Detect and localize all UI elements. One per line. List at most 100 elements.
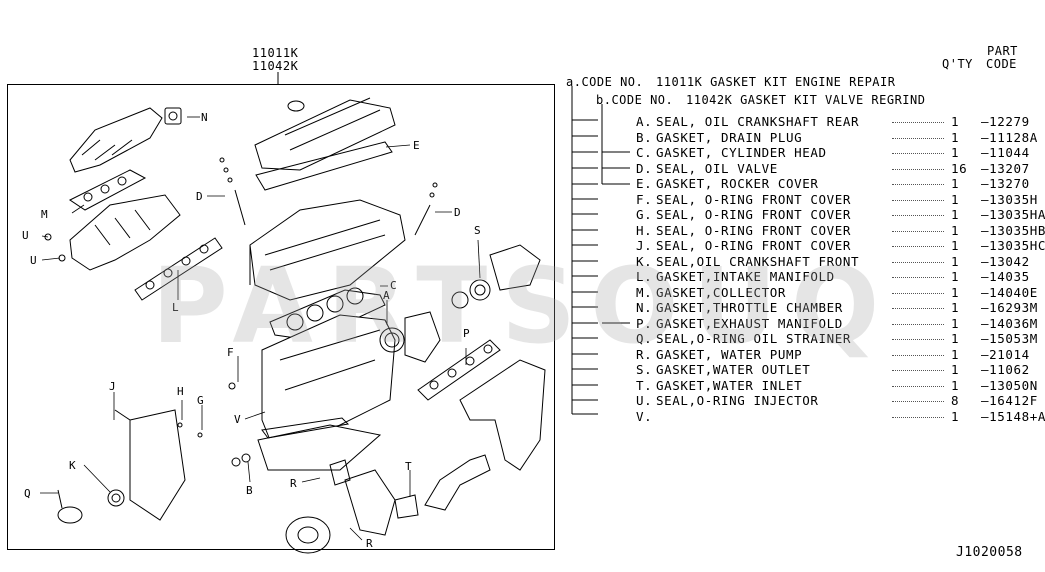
callout-c: C — [390, 279, 397, 292]
part-quantity: 1 — [951, 114, 960, 129]
dotted-leader — [892, 246, 944, 247]
callout-b: B — [246, 484, 253, 497]
part-code: —11128A — [981, 129, 1038, 145]
callout-f: F — [227, 346, 234, 359]
dotted-leader — [892, 261, 944, 263]
dotted-leader — [892, 122, 944, 123]
part-letter: A. — [636, 114, 653, 129]
dotted-leader — [892, 416, 944, 418]
part-code: —13035HC — [981, 238, 1045, 253]
part-code: —15148+A — [981, 408, 1045, 424]
part-row: T.GASKET,WATER INLET 1 —13050N — [630, 378, 1045, 393]
column-header-code: CODE — [986, 57, 1017, 71]
part-quantity: 1 — [951, 408, 960, 424]
dotted-leader — [892, 230, 944, 232]
part-letter: E. — [636, 176, 653, 191]
code-line-b-prefix: b.CODE NO. — [596, 93, 674, 107]
dotted-leader — [892, 308, 944, 309]
part-description: SEAL, OIL VALVE — [656, 160, 778, 176]
callout-u-lower: U — [30, 254, 37, 267]
part-letter: B. — [636, 129, 653, 145]
callout-h: H — [177, 385, 184, 398]
part-description: GASKET,EXHAUST MANIFOLD — [656, 315, 843, 331]
part-quantity: 1 — [951, 315, 960, 331]
part-letter: C. — [636, 145, 653, 160]
part-quantity: 1 — [951, 145, 960, 160]
callout-s: S — [474, 224, 481, 237]
part-description: SEAL, O-RING FRONT COVER — [656, 191, 852, 207]
part-letter: U. — [636, 393, 653, 408]
callout-d-left: D — [196, 190, 203, 203]
part-description: GASKET,WATER INLET — [656, 377, 803, 393]
dotted-leader — [892, 168, 944, 170]
part-quantity: 1 — [951, 362, 960, 377]
part-quantity: 1 — [951, 207, 960, 222]
part-description: GASKET, ROCKER COVER — [656, 176, 819, 191]
column-header-qty: Q'TY — [942, 57, 973, 71]
part-quantity: 1 — [951, 269, 960, 284]
part-code: —13035HB — [981, 222, 1045, 238]
part-code: —13207 — [981, 160, 1030, 176]
code-line-b-text: 11042K GASKET KIT VALVE REGRIND — [686, 93, 926, 107]
part-letter: T. — [636, 377, 653, 393]
part-description: GASKET,WATER OUTLET — [656, 362, 811, 377]
part-description: GASKET,THROTTLE CHAMBER — [656, 300, 843, 315]
callout-k: K — [69, 459, 76, 472]
part-quantity: 1 — [951, 377, 960, 393]
dotted-leader — [892, 354, 944, 356]
part-description: GASKET, CYLINDER HEAD — [656, 145, 827, 160]
part-letter: S. — [636, 362, 653, 377]
callout-n: N — [201, 111, 208, 124]
dotted-leader — [892, 215, 944, 216]
part-description: GASKET,INTAKE MANIFOLD — [656, 269, 835, 284]
dotted-leader — [892, 277, 944, 278]
part-code: —13050N — [981, 377, 1038, 393]
callout-l: L — [172, 301, 179, 314]
dotted-leader — [892, 292, 944, 294]
part-letter: F. — [636, 191, 653, 207]
callout-m: M — [41, 208, 48, 221]
part-row: E.GASKET, ROCKER COVER 1 —13270 — [630, 176, 1045, 191]
callout-p: P — [463, 327, 470, 340]
part-description: SEAL,OIL CRANKSHAFT FRONT — [656, 253, 860, 269]
part-code: —16293M — [981, 300, 1038, 315]
callout-v: V — [234, 413, 241, 426]
callout-r-upper: R — [290, 477, 297, 490]
column-header-part: PART — [987, 44, 1018, 58]
part-description: SEAL,O-RING OIL STRAINER — [656, 331, 852, 346]
part-code: —14035 — [981, 269, 1030, 284]
dotted-leader — [892, 370, 944, 371]
part-quantity: 8 — [951, 393, 960, 408]
code-line-a-prefix: a.CODE NO. — [566, 75, 644, 89]
part-letter: M. — [636, 284, 653, 300]
part-quantity: 16 — [951, 160, 968, 176]
part-quantity: 1 — [951, 253, 960, 269]
part-code: —12279 — [981, 114, 1030, 129]
callout-g: G — [197, 394, 204, 407]
part-description: SEAL, O-RING FRONT COVER — [656, 222, 852, 238]
part-description: SEAL, O-RING FRONT COVER — [656, 238, 852, 253]
part-quantity: 1 — [951, 176, 960, 191]
part-quantity: 1 — [951, 300, 960, 315]
part-code: —13270 — [981, 176, 1030, 191]
part-letter: R. — [636, 346, 653, 362]
part-quantity: 1 — [951, 346, 960, 362]
drawing-id: J1020058 — [956, 545, 1023, 560]
part-quantity: 1 — [951, 129, 960, 145]
dotted-leader — [892, 385, 944, 387]
part-letter: Q. — [636, 331, 653, 346]
part-quantity: 1 — [951, 238, 960, 253]
